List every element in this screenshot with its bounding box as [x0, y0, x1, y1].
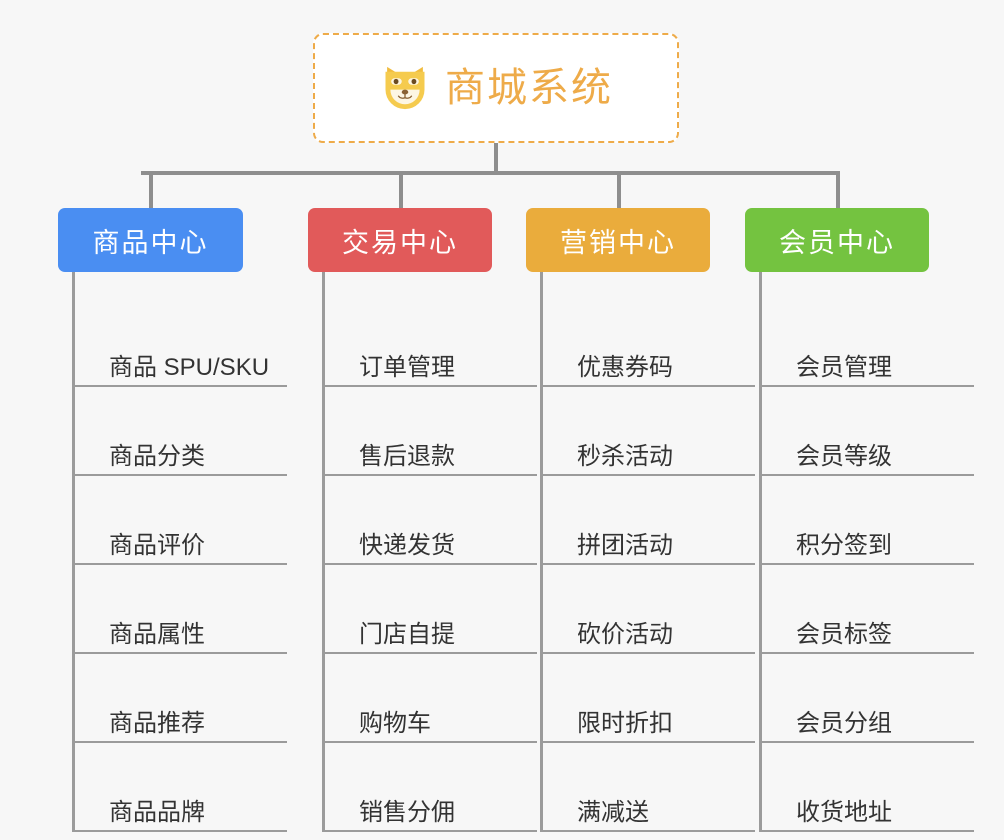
connector-drop-member-center — [836, 171, 840, 209]
branch-header-member-center[interactable]: 会员中心 — [745, 208, 929, 272]
leaf-label: 商品品牌 — [109, 798, 205, 826]
leaf-item[interactable]: 订单管理 — [325, 298, 537, 387]
connector-horizontal-bus — [141, 171, 840, 175]
branch-marketing-center: 营销中心 优惠券码 秒杀活动 拼团活动 砍价活动 限时折扣 满减送 — [526, 208, 755, 832]
leaf-label: 售后退款 — [359, 442, 455, 470]
leaf-label: 快递发货 — [359, 531, 455, 559]
leaf-label: 会员等级 — [796, 442, 892, 470]
leaf-item[interactable]: 积分签到 — [762, 476, 974, 565]
leaf-label: 购物车 — [359, 709, 431, 737]
leaf-item[interactable]: 会员标签 — [762, 565, 974, 654]
leaf-label: 会员分组 — [796, 709, 892, 737]
branch-header-trade-center[interactable]: 交易中心 — [308, 208, 492, 272]
leaf-item[interactable]: 售后退款 — [325, 387, 537, 476]
leaf-item[interactable]: 满减送 — [543, 743, 755, 832]
leaf-label: 秒杀活动 — [577, 442, 673, 470]
leaf-item[interactable]: 砍价活动 — [543, 565, 755, 654]
leaf-label: 收货地址 — [796, 798, 892, 826]
leaf-item[interactable]: 会员分组 — [762, 654, 974, 743]
leaf-label: 商品推荐 — [109, 709, 205, 737]
leaf-label: 积分签到 — [796, 531, 892, 559]
branch-body-marketing-center: 优惠券码 秒杀活动 拼团活动 砍价活动 限时折扣 满减送 — [540, 272, 755, 832]
leaf-label: 商品属性 — [109, 620, 205, 648]
branch-header-marketing-center[interactable]: 营销中心 — [526, 208, 710, 272]
branch-body-trade-center: 订单管理 售后退款 快递发货 门店自提 购物车 销售分佣 — [322, 272, 537, 832]
branch-trade-center: 交易中心 订单管理 售后退款 快递发货 门店自提 购物车 销售分佣 — [308, 208, 537, 832]
branch-header-label: 会员中心 — [779, 227, 895, 258]
leaf-label: 门店自提 — [359, 620, 455, 648]
leaf-label: 会员标签 — [796, 620, 892, 648]
branch-header-label: 营销中心 — [560, 227, 676, 258]
connector-drop-marketing-center — [617, 171, 621, 209]
leaf-label: 订单管理 — [359, 353, 455, 381]
branch-header-label: 交易中心 — [342, 227, 458, 258]
leaf-label: 限时折扣 — [577, 709, 673, 737]
leaf-label: 商品分类 — [109, 442, 205, 470]
connector-drop-product-center — [149, 171, 153, 209]
leaf-label: 会员管理 — [796, 353, 892, 381]
leaf-item[interactable]: 快递发货 — [325, 476, 537, 565]
connector-root-stem — [494, 143, 498, 173]
leaf-label: 砍价活动 — [577, 620, 673, 648]
leaf-item[interactable]: 商品推荐 — [75, 654, 287, 743]
leaf-item[interactable]: 商品属性 — [75, 565, 287, 654]
branch-body-product-center: 商品 SPU/SKU 商品分类 商品评价 商品属性 商品推荐 商品品牌 — [72, 272, 287, 832]
leaf-item[interactable]: 商品品牌 — [75, 743, 287, 832]
branch-header-label: 商品中心 — [92, 227, 209, 258]
connector-drop-trade-center — [399, 171, 403, 209]
leaf-item[interactable]: 门店自提 — [325, 565, 537, 654]
root-node[interactable]: 商城系统 — [313, 33, 679, 143]
leaf-item[interactable]: 收货地址 — [762, 743, 974, 832]
leaf-label: 优惠券码 — [577, 353, 673, 381]
leaf-item[interactable]: 秒杀活动 — [543, 387, 755, 476]
leaf-item[interactable]: 购物车 — [325, 654, 537, 743]
leaf-label: 商品 SPU/SKU — [109, 353, 270, 381]
shiba-dog-icon — [385, 66, 425, 110]
branch-member-center: 会员中心 会员管理 会员等级 积分签到 会员标签 会员分组 收货地址 — [745, 208, 974, 832]
leaf-label: 销售分佣 — [359, 798, 455, 826]
root-title: 商城系统 — [445, 66, 613, 110]
leaf-item[interactable]: 拼团活动 — [543, 476, 755, 565]
leaf-item[interactable]: 商品分类 — [75, 387, 287, 476]
leaf-label: 商品评价 — [109, 531, 205, 559]
leaf-label: 满减送 — [577, 798, 649, 826]
leaf-item[interactable]: 商品 SPU/SKU — [75, 298, 287, 387]
leaf-item[interactable]: 商品评价 — [75, 476, 287, 565]
branch-header-product-center[interactable]: 商品中心 — [58, 208, 243, 272]
leaf-item[interactable]: 会员等级 — [762, 387, 974, 476]
leaf-item[interactable]: 会员管理 — [762, 298, 974, 387]
leaf-item[interactable]: 优惠券码 — [543, 298, 755, 387]
leaf-label: 拼团活动 — [577, 531, 673, 559]
branch-product-center: 商品中心 商品 SPU/SKU 商品分类 商品评价 商品属性 商品推荐 商品品牌 — [58, 208, 287, 832]
leaf-item[interactable]: 销售分佣 — [325, 743, 537, 832]
leaf-item[interactable]: 限时折扣 — [543, 654, 755, 743]
branch-body-member-center: 会员管理 会员等级 积分签到 会员标签 会员分组 收货地址 — [759, 272, 974, 832]
